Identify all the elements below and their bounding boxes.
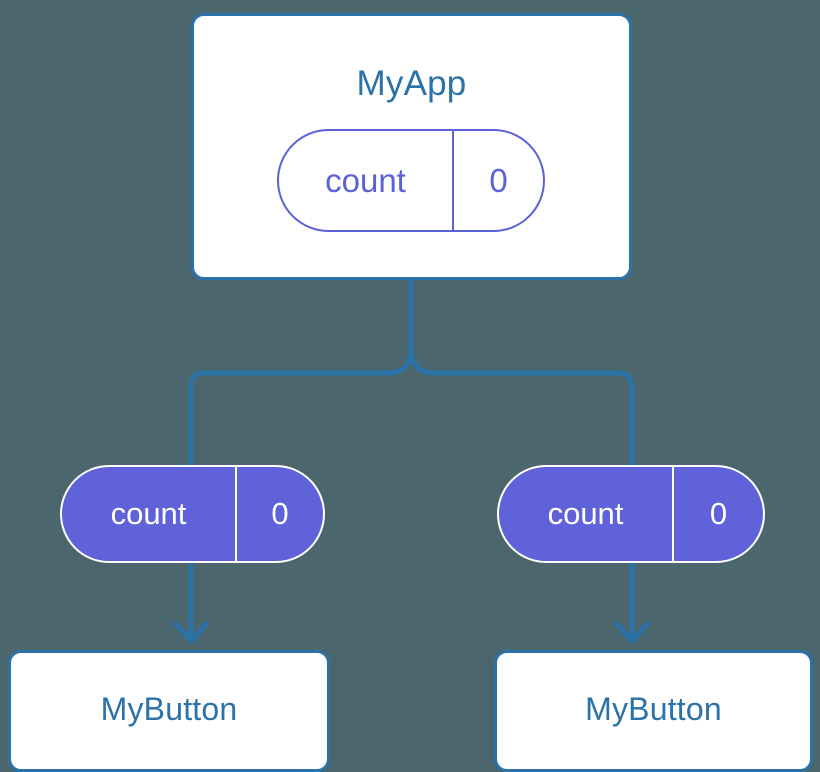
component-box-mybutton-left[interactable]: MyButton [8, 650, 330, 772]
arrow-head-left [173, 621, 209, 644]
props-pill-key: count [62, 467, 237, 561]
state-pill-value: 0 [489, 161, 508, 199]
props-pill-left-count[interactable]: count 0 [60, 465, 325, 563]
state-pill-key: count [279, 131, 454, 230]
component-box-mybutton-right[interactable]: MyButton [494, 650, 813, 772]
props-pill-right-count[interactable]: count 0 [497, 465, 765, 563]
props-pill-value: 0 [709, 496, 728, 531]
props-pill-key: count [499, 467, 674, 561]
component-title-myapp: MyApp [356, 64, 467, 103]
connector-branch-left [188, 347, 414, 470]
component-title-mybutton: MyButton [585, 691, 722, 727]
connector-branch-right [408, 347, 635, 470]
state-pill-myapp-count[interactable]: count 0 [277, 129, 545, 232]
props-pill-value: 0 [271, 496, 289, 531]
arrow-head-right [614, 621, 650, 644]
component-title-mybutton: MyButton [100, 691, 238, 727]
